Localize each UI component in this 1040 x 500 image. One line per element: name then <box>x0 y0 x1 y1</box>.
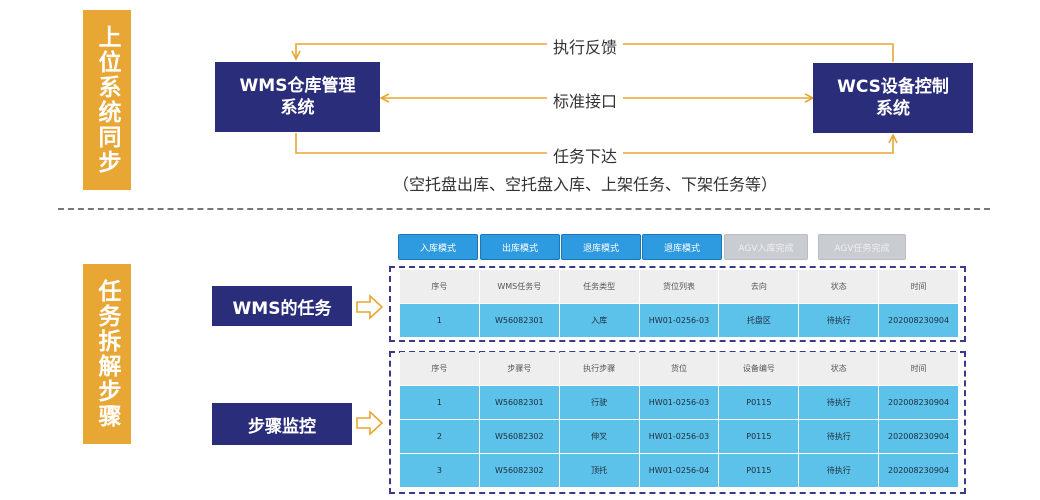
step-monitor-row-cell[interactable]: 202008230904 <box>879 386 958 419</box>
step-monitor-row-cell[interactable]: HW01-0256-03 <box>639 386 719 419</box>
step-monitor-label: 步骤监控 <box>212 403 352 445</box>
step-monitor-row-cell[interactable]: 伸叉 <box>559 420 639 453</box>
step-monitor-row-cell[interactable]: 202008230904 <box>879 420 958 453</box>
step-monitor-row-cell[interactable]: W56082301 <box>479 386 559 419</box>
step-monitor-header-cell: 设备编号 <box>719 352 799 385</box>
step-monitor-row-cell[interactable]: P0115 <box>719 454 799 487</box>
wms-task-row-cell[interactable]: W56082301 <box>479 304 559 337</box>
wms-task-row-cell[interactable]: 202008230904 <box>879 304 958 337</box>
wms-system-box: WMS仓库管理 系统 <box>215 62 380 132</box>
step-monitor-header-cell: 序号 <box>400 352 479 385</box>
step-monitor-row-cell[interactable]: 1 <box>400 386 479 419</box>
wms-task-label: WMS的任务 <box>212 286 352 326</box>
step-monitor-row-cell[interactable]: HW01-0256-03 <box>639 420 719 453</box>
step-monitor-pointer-icon <box>356 410 384 436</box>
agv-inbound-complete-button[interactable]: AGV入库完成 <box>724 234 808 260</box>
section-title-task-breakdown: 任务拆解步骤 <box>83 264 131 444</box>
wms-task-row-cell[interactable]: 托盘区 <box>719 304 799 337</box>
step-monitor-row-cell[interactable]: 待执行 <box>799 386 879 419</box>
return-mode-button[interactable]: 退库模式 <box>561 234 641 260</box>
wms-task-header-cell: 货位列表 <box>639 270 719 303</box>
wms-task-row-cell[interactable]: 入库 <box>559 304 639 337</box>
step-monitor-row-cell[interactable]: 2 <box>400 420 479 453</box>
wms-task-header-cell: 时间 <box>879 270 958 303</box>
wcs-system-box: WCS设备控制 系统 <box>813 63 973 133</box>
section-divider <box>58 208 990 210</box>
step-monitor-row-cell[interactable]: 顶托 <box>559 454 639 487</box>
wms-task-header-cell: 序号 <box>400 270 479 303</box>
feedback-label: 执行反馈 <box>547 34 624 58</box>
step-monitor-header-cell: 执行步骤 <box>559 352 639 385</box>
return-mode-button-2[interactable]: 退库模式 <box>642 234 722 260</box>
interface-label: 标准接口 <box>547 88 624 112</box>
step-monitor-row-cell[interactable]: W56082302 <box>479 454 559 487</box>
wms-task-row-cell[interactable]: 1 <box>400 304 479 337</box>
step-monitor-header-cell: 状态 <box>799 352 879 385</box>
wms-task-row-cell[interactable]: 待执行 <box>799 304 879 337</box>
wms-task-header-cell: 去向 <box>719 270 799 303</box>
step-monitor-header-cell: 时间 <box>879 352 958 385</box>
step-monitor-row-cell[interactable]: 待执行 <box>799 420 879 453</box>
step-monitor-row-cell[interactable]: 行驶 <box>559 386 639 419</box>
dispatch-note: （空托盘出库、空托盘入库、上架任务、下架任务等） <box>393 175 778 194</box>
step-monitor-header-cell: 货位 <box>639 352 719 385</box>
dispatch-label: 任务下达 <box>547 143 624 167</box>
step-monitor-row-cell[interactable]: P0115 <box>719 420 799 453</box>
step-monitor-row-cell[interactable]: W56082302 <box>479 420 559 453</box>
section-title-sync: 上位系统同步 <box>83 10 131 190</box>
wms-task-row-cell[interactable]: HW01-0256-03 <box>639 304 719 337</box>
outbound-mode-button[interactable]: 出库模式 <box>480 234 560 260</box>
step-monitor-row-cell[interactable]: 3 <box>400 454 479 487</box>
step-monitor-row-cell[interactable]: P0115 <box>719 386 799 419</box>
wms-task-frame <box>389 266 966 342</box>
step-monitor-row-cell[interactable]: 待执行 <box>799 454 879 487</box>
step-monitor-header-cell: 步骤号 <box>479 352 559 385</box>
inbound-mode-button[interactable]: 入库模式 <box>398 234 478 260</box>
wms-task-header-cell: 状态 <box>799 270 879 303</box>
wms-task-pointer-icon <box>356 294 384 320</box>
step-monitor-row-cell[interactable]: HW01-0256-04 <box>639 454 719 487</box>
step-monitor-row-cell[interactable]: 202008230904 <box>879 454 958 487</box>
wms-task-header-cell: 任务类型 <box>559 270 639 303</box>
wms-task-header-cell: WMS任务号 <box>479 270 559 303</box>
agv-task-complete-button[interactable]: AGV任务完成 <box>818 234 906 260</box>
